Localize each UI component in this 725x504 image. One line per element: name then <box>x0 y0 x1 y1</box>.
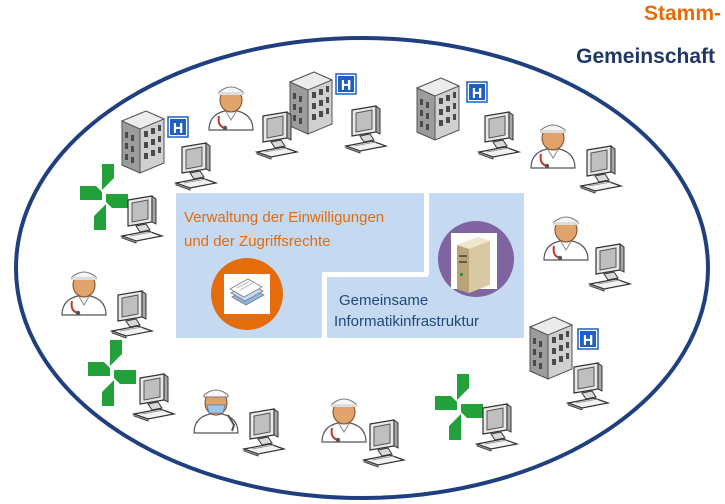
hospital-badge-icon: H <box>472 85 482 101</box>
doctor-node <box>321 398 405 468</box>
hospital-node: H <box>121 110 217 191</box>
panel-divider <box>424 193 429 275</box>
consent-label-line-2: und der Zugriffsrechte <box>184 233 331 250</box>
hospital-node: H <box>529 316 609 410</box>
community-title-line-2: Gemeinschaft <box>576 45 715 68</box>
surgeon-node <box>193 389 285 457</box>
hospital-badge-icon: H <box>341 77 351 93</box>
panel-divider <box>322 272 327 338</box>
hospital-badge-icon: H <box>583 332 593 348</box>
hospital-node: H <box>416 77 520 160</box>
doctor-node <box>530 124 622 194</box>
pharmacy-node <box>88 340 175 422</box>
consent-label-line-1: Verwaltung der Einwilligungen <box>184 209 385 226</box>
community-title-line-1: Stamm- <box>643 2 721 25</box>
infrastructure-label-line-2: Informatikinfrastruktur <box>334 313 480 330</box>
infrastructure-label-line-1: Gemeinsame <box>339 292 429 309</box>
doctor-node <box>543 216 631 292</box>
pharmacy-node <box>435 374 518 452</box>
hospital-node: H <box>289 71 387 154</box>
doctor-node <box>61 271 153 339</box>
doctor-node <box>208 86 298 160</box>
pharmacy-node <box>80 164 163 244</box>
consent-documents-icon <box>211 258 283 330</box>
server-icon <box>438 221 514 297</box>
hospital-badge-icon: H <box>173 120 183 136</box>
panel-divider <box>322 272 428 277</box>
